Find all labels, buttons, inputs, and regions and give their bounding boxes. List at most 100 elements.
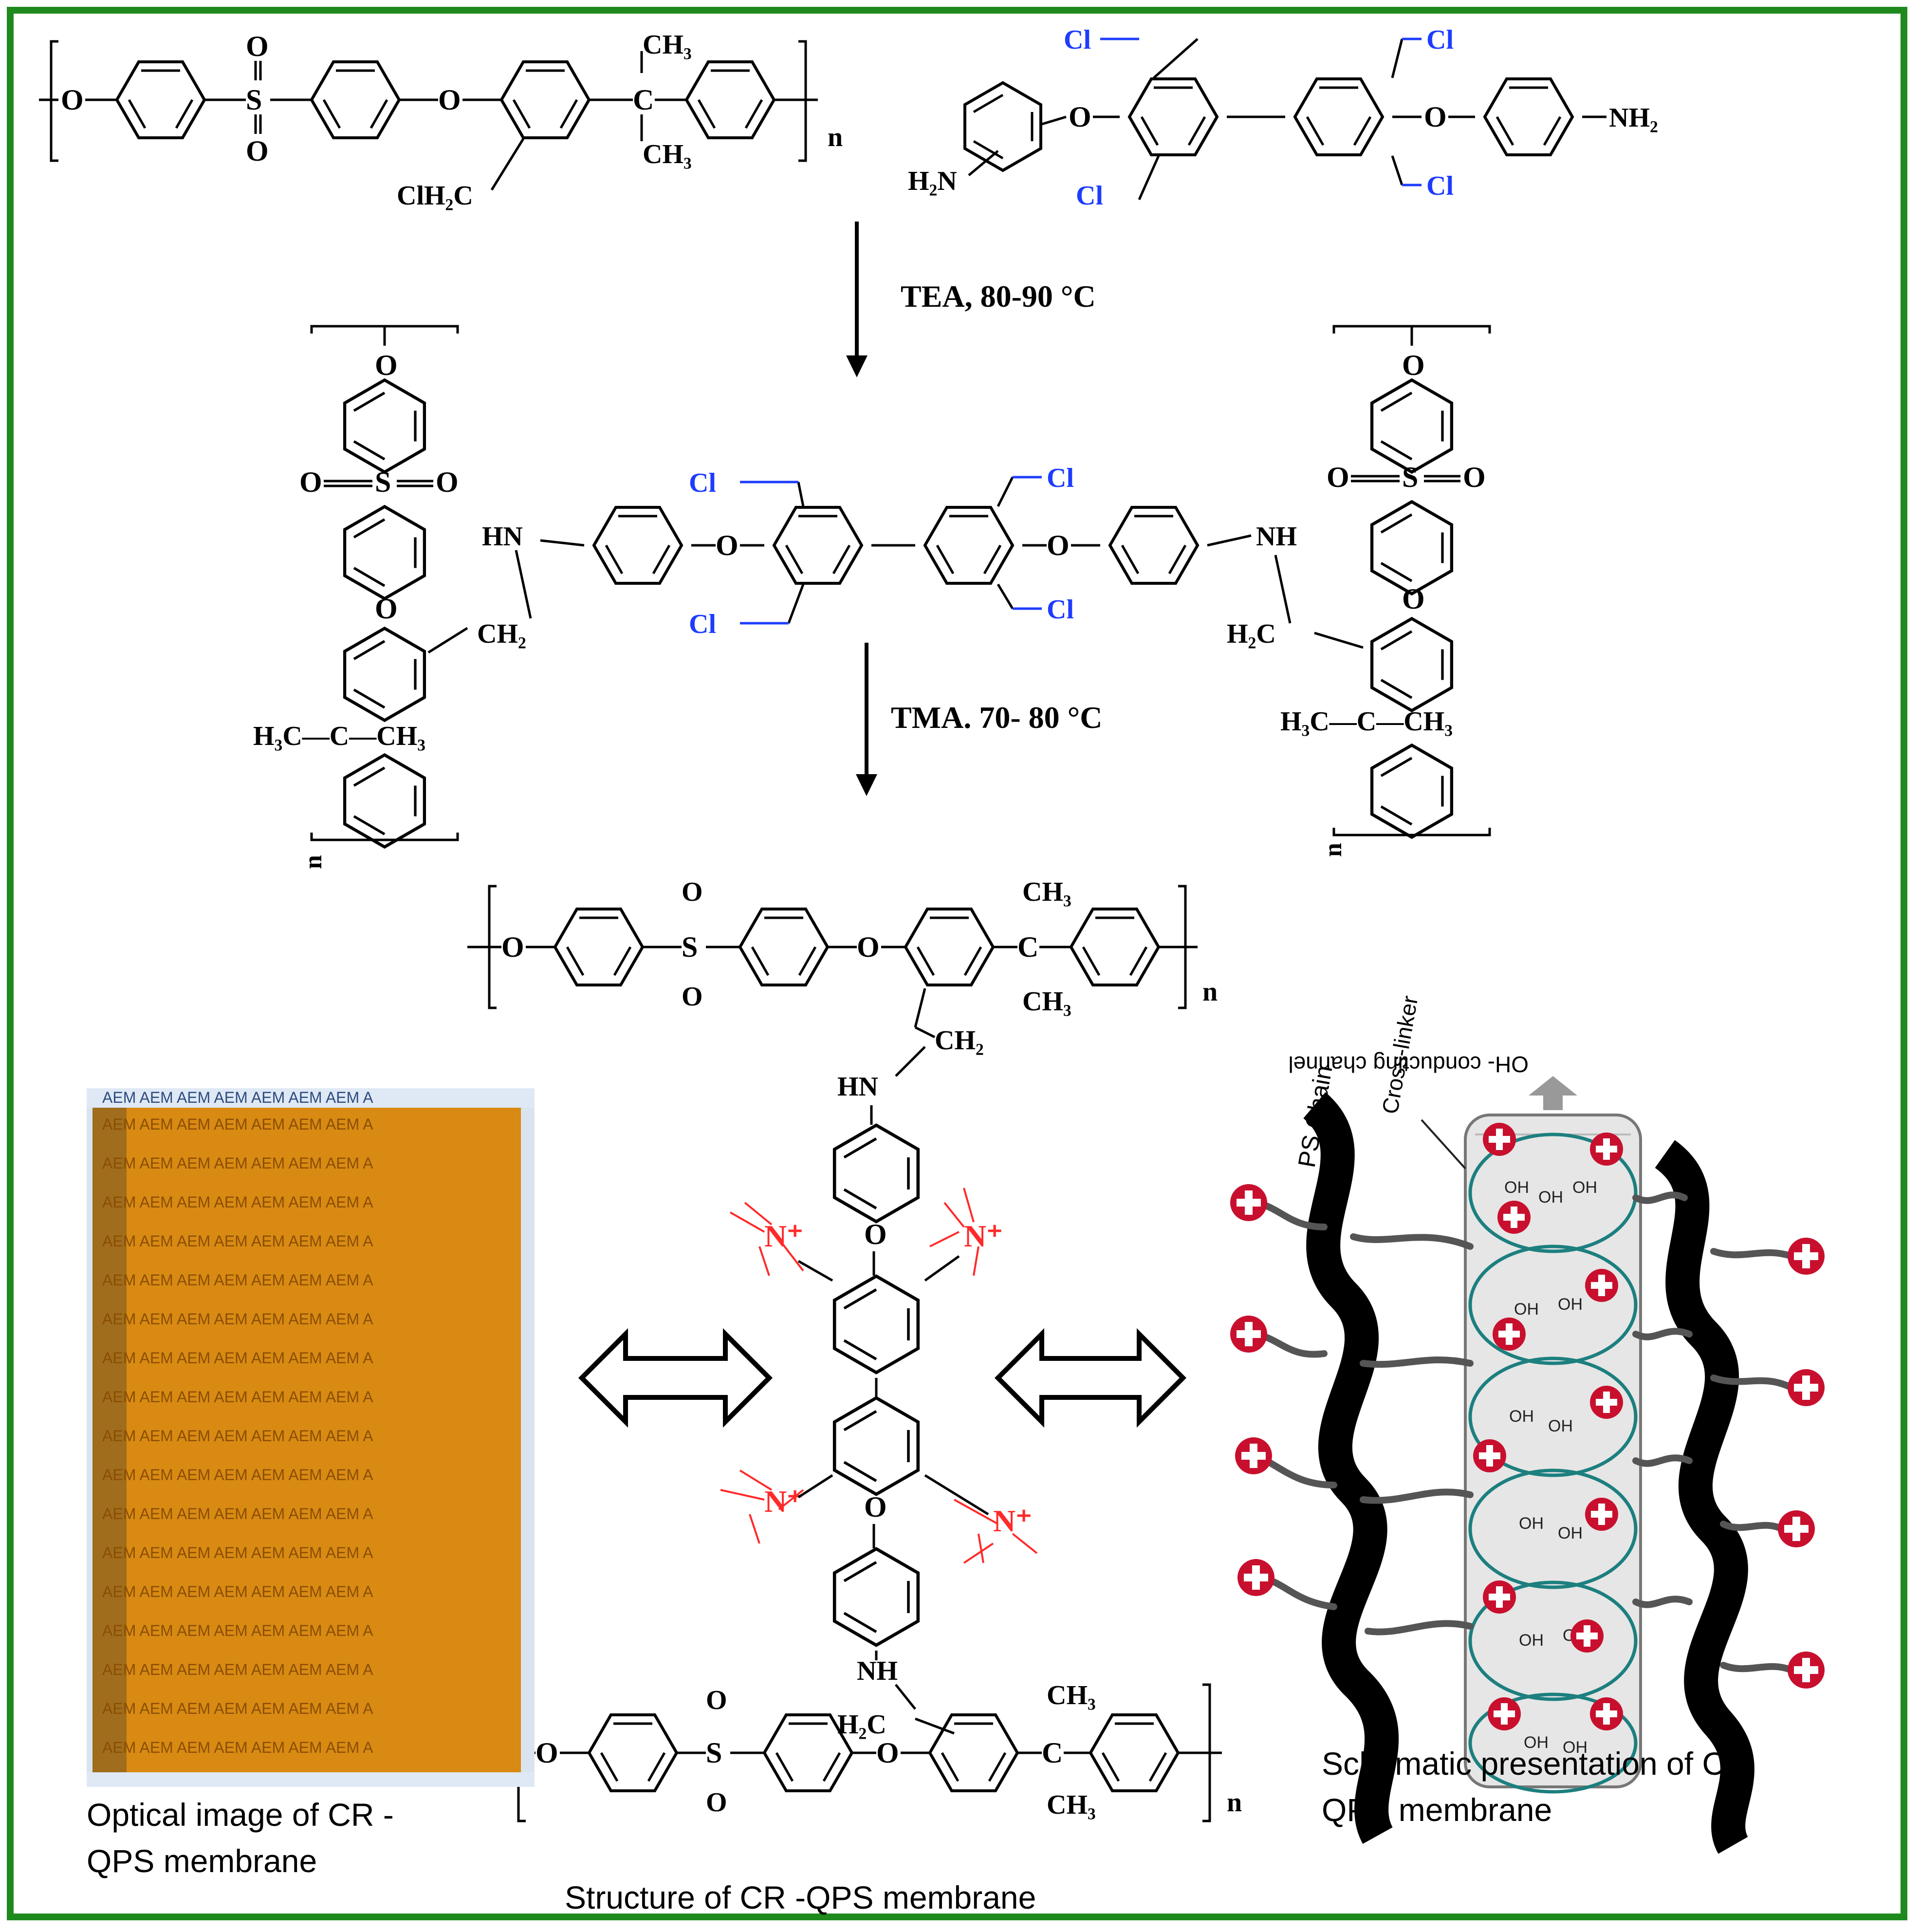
cation-badge — [1483, 1123, 1516, 1156]
hydroxide-label: OH — [1538, 1188, 1563, 1207]
oxygen-label: O — [246, 135, 269, 167]
optical-caption-line1: Optical image of CR - — [87, 1797, 394, 1833]
methyl-label: CH₃ — [643, 30, 692, 60]
oxygen-label: O — [501, 931, 524, 963]
photo-watermark-row: AEM AEM AEM AEM AEM AEM AEM A — [102, 1622, 373, 1639]
methylene-label: CH₂ — [935, 1025, 984, 1056]
cation-badge — [1585, 1269, 1618, 1302]
chlorine-label: Cl — [1064, 25, 1091, 55]
photo-watermark-row: AEM AEM AEM AEM AEM AEM AEM A — [102, 1427, 373, 1445]
secondary-amine-label: NH — [1256, 521, 1297, 552]
oxygen-label: O — [246, 30, 269, 62]
sulfur-label: S — [682, 931, 698, 963]
photo-watermark-row: AEM AEM AEM AEM AEM AEM AEM A — [102, 1583, 373, 1600]
sulfur-label: S — [375, 466, 391, 498]
cation-badge — [1230, 1184, 1267, 1221]
hydroxide-label: OH — [1509, 1407, 1534, 1426]
amine-label: NH₂ — [1609, 103, 1658, 133]
hydroxide-label: OH — [1563, 1738, 1588, 1757]
membrane-photo: AEM AEM AEM AEM AEM AEM AEM A AEM AEM AE… — [87, 1088, 535, 1787]
photo-watermark-row: AEM AEM AEM AEM AEM AEM AEM A — [102, 1271, 373, 1289]
step1-reagent: TEA, 80-90 °C — [901, 279, 1096, 314]
oxygen-label: O — [1069, 101, 1091, 133]
secondary-amine-label: NH — [857, 1656, 898, 1686]
cation-badge — [1473, 1439, 1506, 1472]
hydroxide-label: OH — [1504, 1178, 1529, 1197]
methyl-label: CH₃ — [1047, 1680, 1096, 1710]
photo-watermark-row: AEM AEM AEM AEM AEM AEM AEM A — [102, 1466, 373, 1484]
cation-badge — [1788, 1369, 1825, 1406]
hydroxide-label: OH — [1519, 1514, 1544, 1533]
carbon-label: C — [1042, 1737, 1063, 1769]
photo-watermark-row: AEM AEM AEM AEM AEM AEM AEM A — [102, 1388, 373, 1406]
oxygen-label: O — [375, 349, 398, 381]
hydroxide-label: OH — [1524, 1733, 1549, 1752]
photo-watermark-row: AEM AEM AEM AEM AEM AEM AEM A — [102, 1349, 373, 1367]
oxygen-label: O — [864, 1218, 887, 1250]
cation-badge — [1493, 1318, 1526, 1351]
sulfur-label: S — [1402, 461, 1418, 493]
cation-badge — [1497, 1201, 1531, 1234]
double-arrow-right — [994, 1328, 1187, 1428]
repeat-n-label: n — [1319, 843, 1347, 857]
ammonium-label: N⁺ — [764, 1219, 803, 1253]
photo-watermark-row: AEM AEM AEM AEM AEM AEM AEM A — [102, 1505, 373, 1523]
hydroxide-label: OH — [1558, 1295, 1583, 1314]
oxygen-label: O — [1047, 529, 1070, 561]
photo-watermark-row: AEM AEM AEM AEM AEM AEM AEM A — [102, 1739, 373, 1756]
optical-caption-line2: QPS membrane — [87, 1843, 317, 1879]
cation-badge — [1230, 1316, 1267, 1353]
oxygen-label: O — [438, 84, 461, 116]
cation-badge — [1237, 1559, 1274, 1596]
carbon-label: C — [1017, 931, 1038, 963]
oxygen-label: O — [375, 593, 398, 625]
oxygen-label: O — [682, 877, 703, 907]
cation-badge — [1590, 1697, 1623, 1730]
oxygen-label: O — [706, 1685, 727, 1715]
chlorine-label: Cl — [689, 468, 716, 498]
photo-watermark-row: AEM AEM AEM AEM AEM AEM AEM A — [102, 1700, 373, 1717]
secondary-amine-label: HN — [837, 1072, 878, 1102]
oxygen-label: O — [716, 529, 738, 561]
amine-label: H₂N — [908, 166, 957, 196]
hydroxide-label: OH — [1519, 1631, 1544, 1650]
step2-reagent: TMA. 70- 80 °C — [891, 700, 1102, 735]
repeat-n-label: n — [828, 122, 843, 152]
sulfur-label: S — [706, 1737, 722, 1769]
chloromethyl-label: ClH₂C — [397, 181, 473, 211]
photo-watermark-row: AEM AEM AEM AEM AEM AEM AEM A — [102, 1544, 373, 1561]
methyl-label: CH₃ — [1022, 986, 1071, 1017]
cation-badge — [1788, 1238, 1825, 1275]
crosslinked-intermediate: O S O O O H₃C—C—CH₃ n CH₂ HN O — [253, 325, 1491, 869]
repeat-n-label: n — [1202, 977, 1218, 1007]
ammonium-label: N⁺ — [993, 1504, 1032, 1538]
schematic-caption-line2: QPS membrane — [1322, 1792, 1552, 1828]
channel-label: OH- conducting channel — [1288, 1052, 1529, 1077]
sulfur-label: S — [246, 84, 262, 116]
double-arrow-left — [578, 1328, 773, 1428]
cation-badge — [1483, 1580, 1516, 1614]
reaction-arrow-2: TMA. 70- 80 °C — [856, 643, 1102, 796]
oxygen-label: O — [299, 466, 322, 498]
ammonium-label: N⁺ — [764, 1484, 803, 1519]
oxygen-label: O — [535, 1737, 558, 1769]
oxygen-label: O — [1402, 349, 1425, 381]
green-border-frame — [7, 7, 1907, 1920]
oxygen-label: O — [864, 1491, 887, 1523]
methylene-label: H₂C — [1227, 619, 1276, 649]
chloromethyl-polysulfone: O S O O O C CH₃ CH₃ n — [39, 30, 843, 211]
methylene-label: CH₂ — [477, 619, 526, 649]
methylene-label: H₂C — [837, 1709, 886, 1740]
oxygen-label: O — [682, 982, 703, 1012]
chlorine-label: Cl — [1076, 181, 1103, 211]
hydroxide-label: OH — [1572, 1178, 1597, 1197]
methyl-label: CH₃ — [643, 139, 692, 169]
oxygen-label: O — [1424, 101, 1447, 133]
isopropylidene-label: H₃C—C—CH₃ — [253, 721, 425, 751]
photo-watermark-row: AEM AEM AEM AEM AEM AEM AEM A — [102, 1232, 373, 1250]
cation-badge — [1590, 1386, 1623, 1419]
oxygen-label: O — [876, 1737, 899, 1769]
chlorine-label: Cl — [1047, 594, 1074, 625]
photo-watermark-row: AEM AEM AEM AEM AEM AEM AEM A — [102, 1154, 373, 1172]
secondary-amine-label: HN — [482, 521, 523, 552]
